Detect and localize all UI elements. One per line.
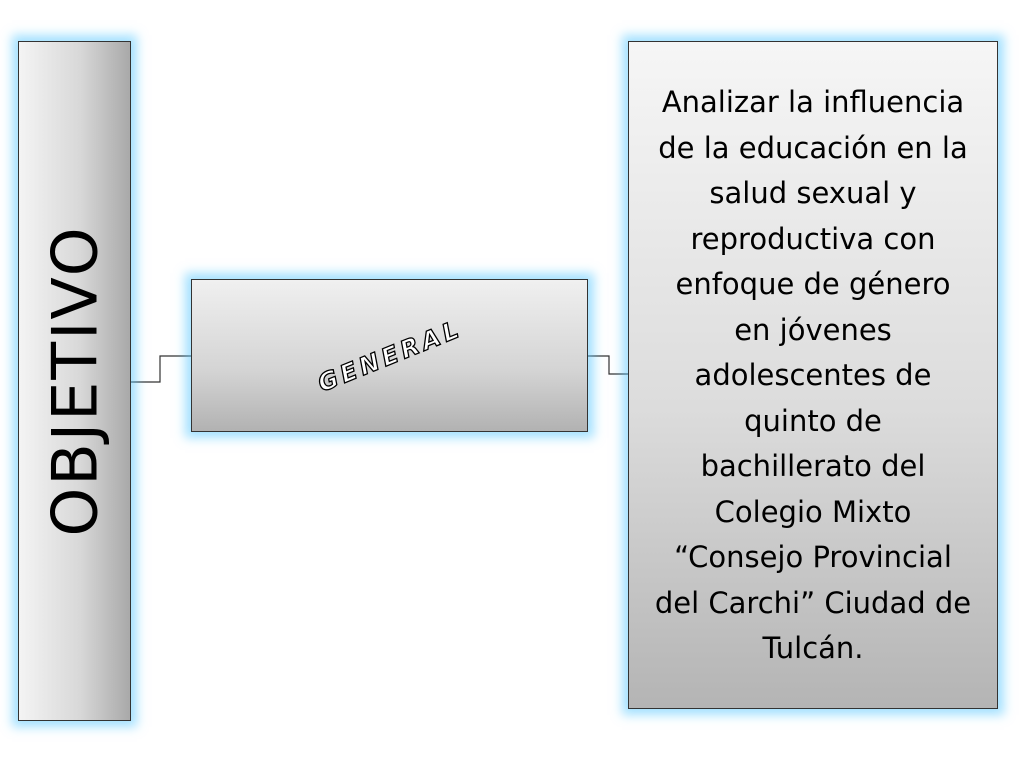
description-line: Analizar la influencia (661, 85, 965, 119)
description-line: de la educación en la (658, 130, 968, 165)
description-line: quinto de (744, 403, 882, 438)
description-line: adolescentes de (694, 358, 932, 392)
description-line: bachillerato del (700, 449, 926, 483)
description-line: salud sexual y (709, 176, 917, 210)
general-box (191, 279, 588, 432)
objetivo-title: OBJETIVO (38, 225, 112, 537)
description-line: Tulcán. (762, 631, 864, 665)
objetivo-box (18, 41, 131, 721)
description-box (628, 41, 998, 709)
connector-general-to-description (588, 355, 628, 375)
description-line: Colegio Mixto (714, 494, 912, 529)
description-text: Analizar la influencia de la educación en… (628, 80, 998, 672)
description-line: enfoque de género (675, 267, 951, 301)
description-line: del Carchi” Ciudad de (654, 585, 972, 620)
connector-objetivo-to-general (131, 355, 191, 383)
description-line: reproductiva con (690, 221, 936, 256)
description-line: en jóvenes (734, 312, 892, 347)
description-line: “Consejo Provincial (674, 540, 952, 574)
